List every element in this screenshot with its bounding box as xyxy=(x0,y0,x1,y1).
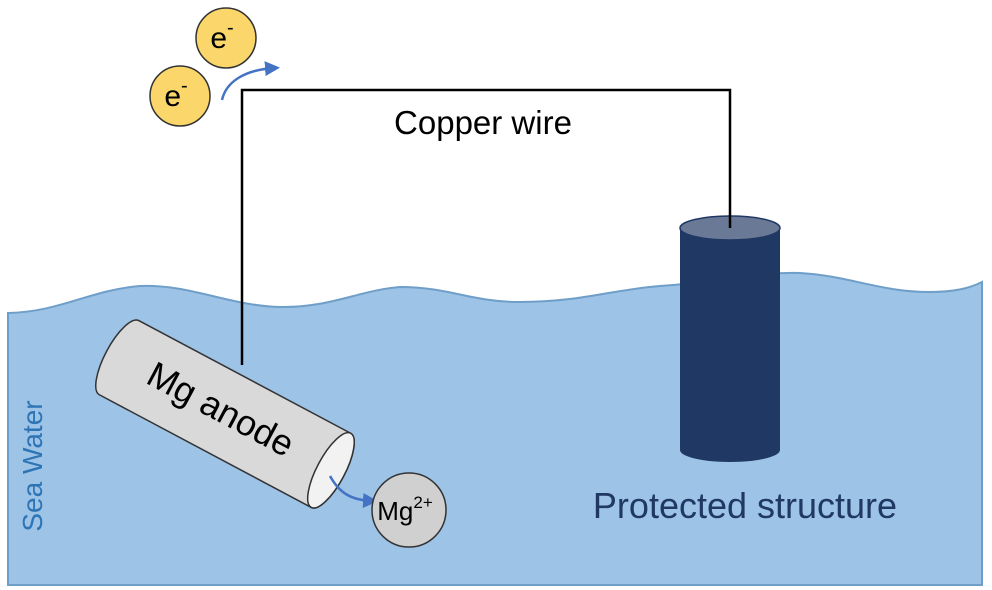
copper-wire-label: Copper wire xyxy=(394,104,572,141)
electron-upper-charge: - xyxy=(227,17,234,39)
electron-lower-charge: - xyxy=(181,75,188,97)
electron-flow-arrow xyxy=(220,61,280,101)
sea-water-label: Sea Water xyxy=(17,400,48,531)
protected-structure-label: Protected structure xyxy=(593,485,897,526)
copper-wire xyxy=(240,88,732,365)
protected-structure xyxy=(679,215,781,462)
electron-upper: e- xyxy=(195,7,257,69)
electron-lower-base: e xyxy=(164,80,181,113)
mg-ion-base: Mg xyxy=(377,496,413,526)
mg-ion-label: Mg2+ xyxy=(377,493,433,526)
sea-water xyxy=(7,271,983,586)
structure-body xyxy=(680,228,780,462)
electron-lower-label: e- xyxy=(164,75,187,113)
mg-ion-charge: 2+ xyxy=(413,493,432,512)
electron-upper-base: e xyxy=(210,22,227,55)
mg-ion: Mg2+ xyxy=(371,472,447,548)
electron-upper-label: e- xyxy=(210,17,233,55)
electron-lower: e- xyxy=(149,65,211,127)
mg-ion-circle xyxy=(371,472,447,548)
electron-upper-circle xyxy=(195,7,257,69)
ion-release-arrow xyxy=(328,475,378,509)
anode-end xyxy=(306,431,355,509)
electron-lower-circle xyxy=(149,65,211,127)
